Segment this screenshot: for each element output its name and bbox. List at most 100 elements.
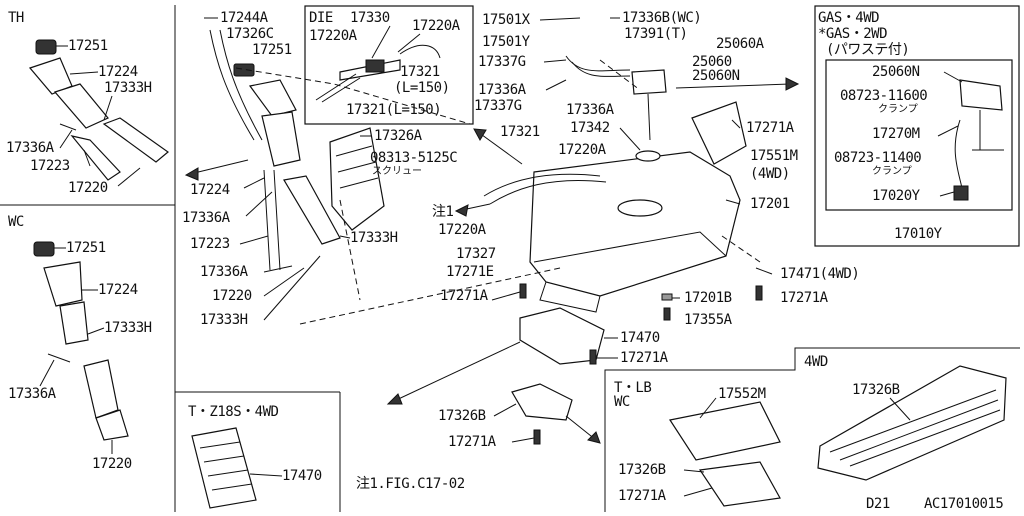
part-label-title3: (パワステ付)	[826, 42, 909, 58]
part-label-l17326a: 17326A	[374, 128, 423, 144]
part-label-title: DIE	[309, 10, 333, 26]
part-label-l17244a: 17244A	[220, 10, 269, 26]
part-label-code: AC17010015	[924, 496, 1003, 512]
part-label-model: D21	[866, 496, 890, 512]
part-label-cap: 17251	[66, 240, 106, 256]
part-label-tube: 17220	[92, 456, 132, 472]
part-label-title: T・Z18S・4WD	[188, 404, 279, 420]
part-label-l17470: 17470	[620, 330, 660, 346]
part-label-title2: *GAS・2WD	[818, 26, 887, 42]
fuel-tank	[529, 151, 741, 297]
part-label-l17391: 17391(T)	[624, 26, 687, 42]
part-label-l17326b: 17326B	[438, 408, 486, 424]
part-label-l17251: 17251	[252, 42, 292, 58]
part-label-l17220a-a: 17220A	[558, 142, 607, 158]
part-label-l25060n: 25060N	[692, 68, 740, 84]
part-label-l17336a-d: 17336A	[566, 102, 615, 118]
part-label-p3: 17220A	[309, 28, 358, 44]
part-label-p2: 17326B	[618, 462, 666, 478]
part-label-p3: 17271A	[618, 488, 667, 504]
part-label-p4: 08723-11400	[834, 150, 921, 166]
panel-th: TH 17251 17224 17333H 17336A 17223 17220	[6, 10, 169, 196]
part-label-l17201b: 17201B	[684, 290, 732, 306]
part-label-neck: 17224	[98, 282, 138, 298]
part-label-p5: 17321(L=150)	[346, 102, 441, 118]
part-label-l17337g-b: 17337G	[474, 98, 522, 114]
part-label-title2: WC	[614, 394, 630, 410]
panel-wc-title: WC	[8, 214, 24, 230]
part-label-l17271e: 17271E	[446, 264, 494, 280]
part-label-clamp: 17336A	[8, 386, 57, 402]
part-label-l25060a: 25060A	[716, 36, 765, 52]
part-label-hose-upper: 17333H	[104, 320, 152, 336]
protector-17470	[191, 427, 257, 509]
part-label-l17336a-a: 17336A	[182, 210, 231, 226]
part-label-p2-note: クランプ	[878, 103, 918, 115]
part-label-l17220a-b: 17220A	[438, 222, 487, 238]
part-label-title1: GAS・4WD	[818, 10, 879, 26]
part-label-l17333h-b: 17333H	[200, 312, 248, 328]
part-label-note1: 注1	[432, 204, 453, 220]
part-label-l17271a-d: 17271A	[620, 350, 669, 366]
part-label-p1: 25060N	[872, 64, 920, 80]
footer: 注1.FIG.C17-02 D21 AC17010015	[356, 476, 1004, 512]
panel-4wd: 4WD 17326B	[804, 354, 1007, 481]
part-label-l17224: 17224	[190, 182, 230, 198]
part-label-l17271a-e: 17271A	[448, 434, 497, 450]
part-label-p4: 17321	[400, 64, 440, 80]
part-label-l17271a-c: 17271A	[780, 290, 829, 306]
panel-die: DIE 17330 17220A 17220A 17321 (L=150) 17…	[309, 10, 461, 118]
part-label-l17220: 17220	[212, 288, 252, 304]
part-label-p1: 17330	[350, 10, 390, 26]
panel-tlb: T・LB WC 17552M 17326B 17271A	[614, 380, 781, 507]
part-label-l17223: 17223	[190, 236, 230, 252]
part-label-l17501x: 17501X	[482, 12, 531, 28]
main-labels: 17244A 17326C 17251 17224 17336A 17223 1…	[182, 10, 860, 450]
part-label-title: 4WD	[804, 354, 828, 370]
part-label-p4-note: (L=150)	[394, 80, 450, 96]
part-label-hose-mid: 17223	[30, 158, 70, 174]
part-label-neck: 17224	[98, 64, 138, 80]
part-label-p1: 17552M	[718, 386, 766, 402]
part-label-l25060: 25060	[692, 54, 732, 70]
part-label-tube: 17220	[68, 180, 108, 196]
part-label-cap: 17251	[68, 38, 108, 54]
main-drawing	[184, 29, 800, 445]
panel-wc: WC 17251 17224 17333H 17336A 17220	[8, 214, 152, 472]
part-label-l17337g-a: 17337G	[478, 54, 526, 70]
hose-th	[102, 117, 169, 163]
part-label-l17327: 17327	[456, 246, 496, 262]
part-label-l17201: 17201	[750, 196, 790, 212]
part-label-p2: 08723-11600	[840, 88, 927, 104]
part-label-l17333h-a: 17333H	[350, 230, 398, 246]
panel-frames	[0, 5, 1020, 512]
panel-tz: T・Z18S・4WD 17470	[188, 404, 322, 509]
part-label-l17271a-a: 17271A	[440, 288, 489, 304]
part-label-assy: 17010Y	[894, 226, 943, 242]
part-label-clamp: 17336A	[6, 140, 55, 156]
part-label-l17501y: 17501Y	[482, 34, 531, 50]
part-label-l17271a-b: 17271A	[746, 120, 795, 136]
part-label-l17336a-c: 17336A	[478, 82, 527, 98]
part-label-l17326c: 17326C	[226, 26, 274, 42]
part-label-l08313: 08313-5125C	[370, 150, 457, 166]
part-label-screw: スクリュー	[372, 165, 422, 177]
part-label-p2: 17220A	[412, 18, 461, 34]
part-label-protector: 17470	[282, 468, 322, 484]
part-label-p3: 17270M	[872, 126, 920, 142]
part-label-note: 注1.FIG.C17-02	[356, 476, 465, 492]
part-label-hose-upper: 17333H	[104, 80, 152, 96]
part-label-l17551m: 17551M	[750, 148, 798, 164]
part-label-p1: 17326B	[852, 382, 900, 398]
part-label-l4wd: (4WD)	[750, 166, 790, 182]
part-label-p5: 17020Y	[872, 188, 921, 204]
part-label-l17342: 17342	[570, 120, 610, 136]
part-label-l17321: 17321	[500, 124, 540, 140]
part-label-l17355a: 17355A	[684, 312, 733, 328]
part-label-title1: T・LB	[614, 380, 651, 396]
fuel-cap-th	[35, 39, 57, 55]
part-label-l17336a-b: 17336A	[200, 264, 249, 280]
part-label-p4-note: クランプ	[872, 165, 912, 177]
